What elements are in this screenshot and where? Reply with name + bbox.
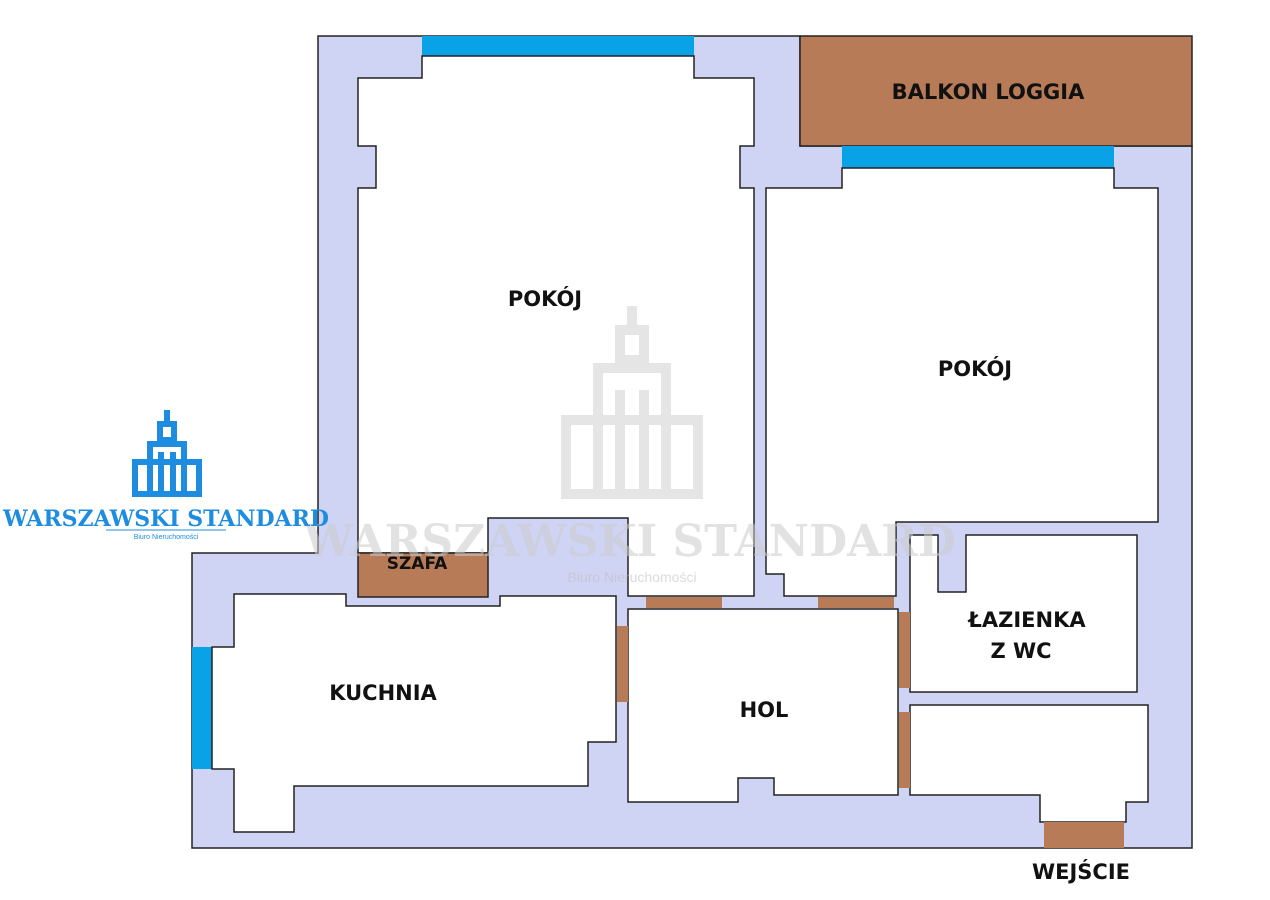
watermark-logo: WARSZAWSKI STANDARD Biuro Nieruchomości: [303, 306, 956, 585]
label-szafa: SZAFA: [387, 554, 448, 574]
room-lazienka: [909, 534, 1138, 693]
door-kitchen: [617, 626, 628, 702]
balcony-loggia: [799, 35, 1193, 147]
door-right-room: [818, 597, 894, 608]
room-pokoj-right: [765, 167, 1159, 597]
label-balkon: BALKON LOGGIA: [892, 80, 1085, 104]
logo-tagline: Biuro Nieruchomości: [134, 534, 199, 541]
window-right-room: [842, 146, 1114, 168]
room-entrance: [909, 704, 1149, 823]
room-hol: [627, 608, 899, 803]
wardrobe-szafa: [357, 552, 489, 598]
label-lazienka-line1: ŁAZIENKA: [967, 608, 1086, 632]
label-hol: HOL: [740, 698, 789, 722]
palace-of-culture-icon: [132, 410, 202, 497]
window-kitchen: [192, 647, 212, 769]
label-kuchnia: KUCHNIA: [329, 681, 437, 705]
brand-logo: WARSZAWSKI STANDARD Biuro Nieruchomości: [2, 410, 329, 541]
door-main-entrance: [1044, 822, 1124, 848]
label-pokoj-left: POKÓJ: [508, 286, 582, 311]
door-bathroom: [899, 612, 910, 688]
room-kuchnia: [211, 593, 617, 833]
label-pokoj-right: POKÓJ: [938, 356, 1012, 381]
palace-of-culture-icon: [561, 306, 703, 499]
door-left-room: [646, 597, 722, 608]
window-top-left-room: [422, 36, 694, 56]
room-pokoj-left: [357, 55, 755, 597]
watermark-tagline: Biuro Nieruchomości: [567, 569, 696, 585]
watermark-title: WARSZAWSKI STANDARD: [303, 516, 956, 567]
logo-title: WARSZAWSKI STANDARD: [2, 506, 329, 532]
label-lazienka-line2: Z WC: [990, 639, 1051, 663]
door-entrance-corridor: [899, 712, 910, 788]
label-wejscie: WEJŚCIE: [1032, 859, 1130, 884]
